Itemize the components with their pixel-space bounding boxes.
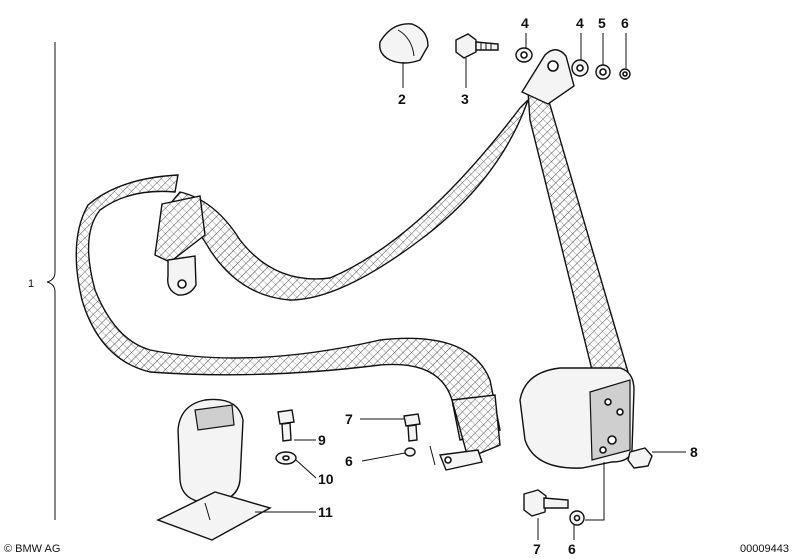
callout-7-middle: 7 (345, 411, 353, 427)
nut-retractor (627, 447, 653, 469)
callout-11: 11 (318, 504, 333, 520)
callout-6-middle: 6 (345, 453, 353, 469)
bolt-retractor (523, 489, 569, 517)
spacer-washer (571, 59, 589, 77)
leader-lines (255, 33, 686, 540)
callout-6-bottom: 6 (568, 541, 576, 557)
floor-anchor-fitting (439, 449, 483, 471)
spacer-bushing-top (515, 47, 533, 63)
callout-2: 2 (398, 91, 406, 107)
callout-labels: 1 2 3 4 4 5 6 6 6 7 7 8 9 10 11 (28, 15, 698, 557)
lock-washer-floor (404, 447, 416, 457)
washer-retractor (569, 510, 585, 526)
spacer-sleeve (595, 64, 611, 80)
callout-4-top: 4 (521, 15, 529, 31)
bolt-buckle (277, 409, 295, 442)
callout-4-right: 4 (576, 15, 584, 31)
belt-tongue-plate (167, 255, 197, 296)
callout-8: 8 (690, 444, 698, 460)
callout-5: 5 (598, 15, 606, 31)
callout-7-bottom: 7 (533, 541, 541, 557)
callout-10: 10 (318, 471, 334, 487)
copyright-text: © BMW AG (4, 543, 60, 555)
bolt-floor-anchor (403, 413, 421, 442)
upper-anchor-plate (520, 49, 575, 105)
assembly-bracket (46, 42, 56, 520)
belt-retractor (519, 367, 635, 469)
cover-cap (379, 23, 429, 64)
belt-webbing (75, 91, 629, 459)
callout-3: 3 (461, 91, 469, 107)
washer-buckle (275, 451, 297, 465)
belt-buckle (156, 398, 272, 541)
drawing-number: 00009443 (740, 543, 789, 555)
callout-9: 9 (318, 432, 326, 448)
assembly-callout: 1 (28, 278, 34, 290)
bolt-upper (455, 33, 499, 59)
lock-washer-top (619, 68, 631, 80)
callout-6-top: 6 (621, 15, 629, 31)
